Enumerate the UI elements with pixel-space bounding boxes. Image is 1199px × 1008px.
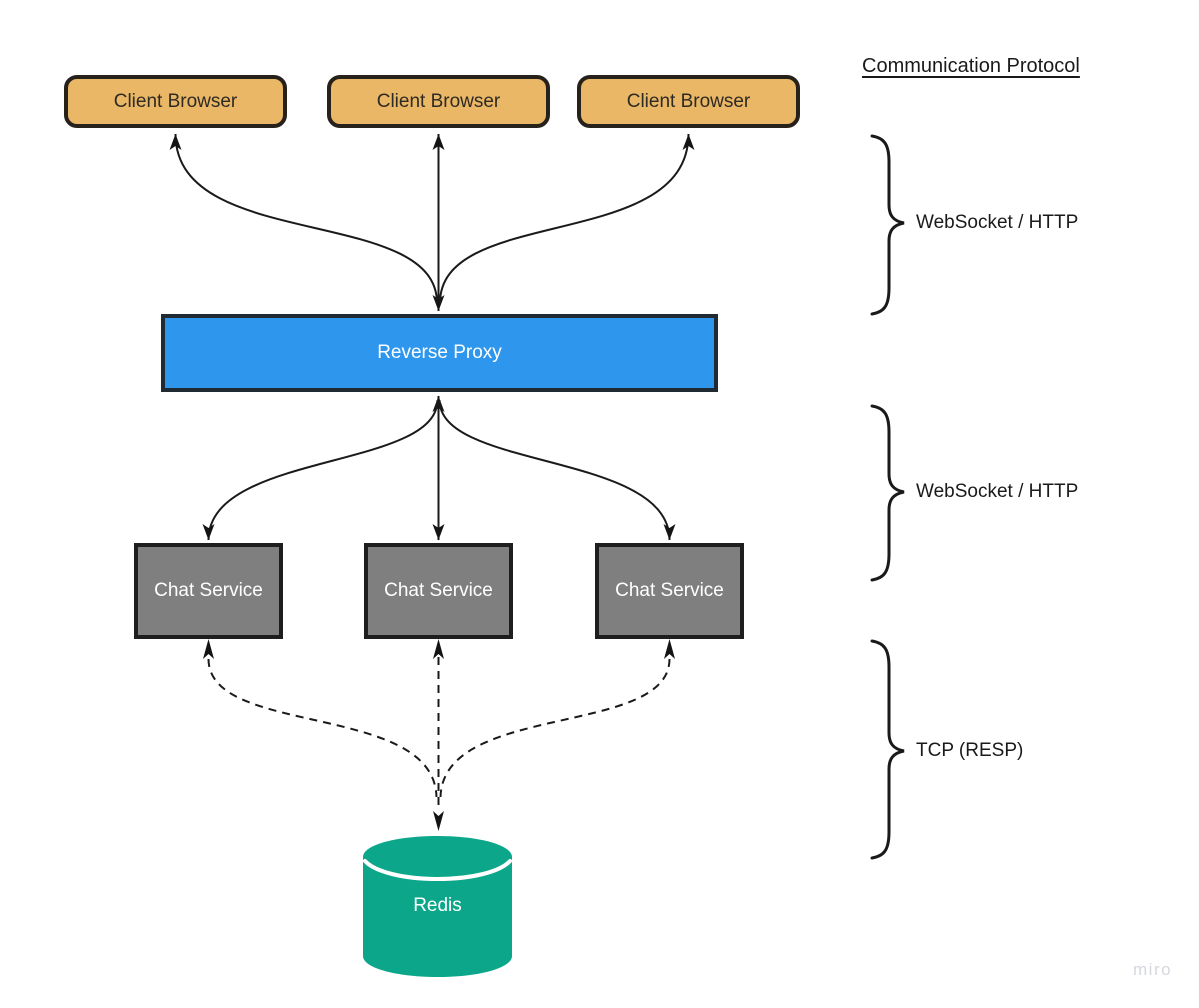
- reverse-proxy-label: Reverse Proxy: [377, 342, 502, 363]
- client-browser-1-label: Client Browser: [113, 90, 238, 112]
- arrowhead-redis-down: [433, 811, 444, 831]
- cylinder-body: [363, 836, 512, 977]
- node-reverse-proxy[interactable]: Reverse Proxy: [161, 314, 718, 392]
- node-chat-service-1[interactable]: Chat Service: [134, 543, 283, 639]
- arrow-proxy-chat-right: [438, 399, 676, 541]
- protocol-label-websocket-top: WebSocket / HTTP: [916, 212, 1079, 233]
- node-chat-service-3[interactable]: Chat Service: [595, 543, 744, 639]
- arrow-redis-chat-left: [207, 658, 438, 798]
- arrowhead-chat-center-up: [433, 639, 444, 659]
- database-cylinder-icon: [363, 836, 512, 977]
- chat-service-1-label: Chat Service: [154, 580, 263, 601]
- redis-label: Redis: [413, 895, 462, 916]
- communication-protocol-heading: Communication Protocol: [862, 55, 1080, 77]
- node-client-browser-3[interactable]: Client Browser: [577, 75, 800, 128]
- arrow-clients-proxy-right: [439, 133, 695, 304]
- client-browser-3-label: Client Browser: [626, 90, 751, 112]
- brace-websocket-middle: [870, 404, 905, 582]
- miro-watermark: miro: [1133, 960, 1173, 979]
- brace-tcp-bottom: [870, 639, 905, 860]
- cylinder-rim-line: [363, 859, 512, 882]
- node-chat-service-2[interactable]: Chat Service: [364, 543, 513, 639]
- node-redis[interactable]: Redis: [363, 835, 512, 978]
- node-client-browser-1[interactable]: Client Browser: [64, 75, 287, 128]
- brace-websocket-top: [870, 134, 905, 316]
- protocol-label-websocket-middle: WebSocket / HTTP: [916, 481, 1079, 502]
- arrowhead-chat-right-up: [664, 639, 675, 659]
- node-client-browser-2[interactable]: Client Browser: [327, 75, 550, 128]
- arrow-redis-chat-right: [439, 658, 671, 798]
- arrow-proxy-chat-left: [202, 399, 439, 541]
- protocol-label-tcp: TCP (RESP): [916, 740, 1024, 761]
- arrow-clients-proxy-left: [169, 133, 438, 304]
- chat-service-3-label: Chat Service: [615, 580, 724, 601]
- arrowhead-chat-left-up: [203, 639, 214, 659]
- client-browser-2-label: Client Browser: [376, 90, 501, 112]
- chat-service-2-label: Chat Service: [384, 580, 493, 601]
